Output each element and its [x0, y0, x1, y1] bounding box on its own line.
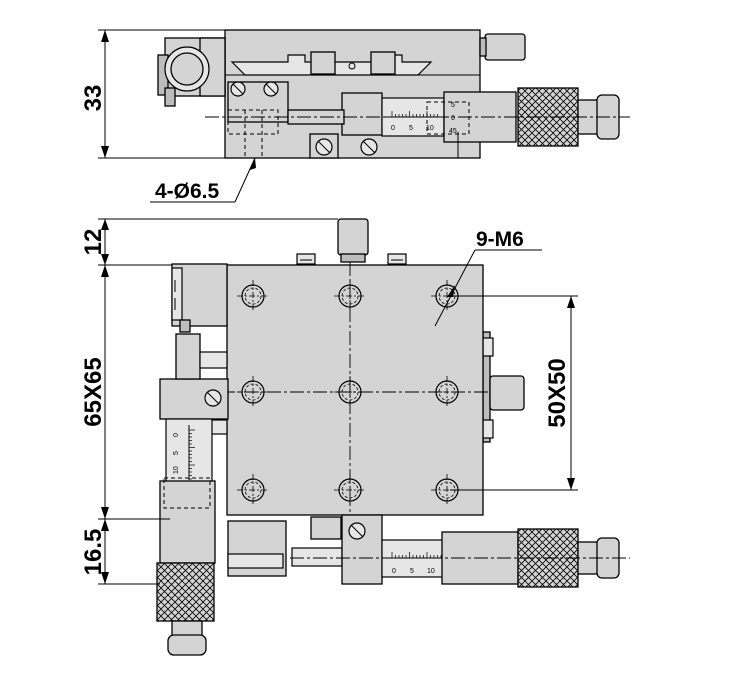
top-lock-knob — [337, 218, 369, 256]
leader-mount-holes: 4-Ø6.5 — [150, 157, 256, 203]
scale-label-10: 10 — [426, 125, 434, 132]
stage-plate — [226, 264, 484, 516]
micrometer-bracket-side — [341, 92, 383, 136]
bottom-scale-label-5: 5 — [410, 568, 414, 575]
bottom-scale-label-0: 0 — [392, 568, 396, 575]
dim-50x50: 50X50 — [450, 295, 578, 491]
side-view: 0 5 10 5 0 45 — [157, 29, 630, 159]
dim-65x65: 65X65 — [80, 265, 170, 520]
thimble-label-5: 5 — [451, 102, 455, 109]
left-ratchet-cap — [167, 634, 207, 656]
bottom-scale-label-10: 10 — [427, 568, 435, 575]
dim-50x50-label: 50X50 — [544, 358, 571, 427]
left-micrometer-thimble — [159, 480, 216, 564]
dim-33: 33 — [80, 29, 225, 159]
left-knurled-knob — [156, 562, 215, 622]
dim-12-label: 12 — [80, 229, 107, 256]
left-scale-ticks — [189, 429, 195, 480]
bottom-scale-ticks — [391, 552, 442, 558]
left-scale-label-10: 10 — [173, 466, 180, 474]
dim-33-label: 33 — [80, 85, 107, 112]
leader-thread-holes: 9-M6 — [434, 228, 542, 327]
thimble-label-45: 45 — [449, 128, 457, 135]
scale-label-5: 5 — [409, 125, 413, 132]
label-4-holes: 4-Ø6.5 — [155, 180, 220, 203]
right-lock-knob — [489, 375, 525, 411]
thimble-label-0: 0 — [451, 115, 455, 122]
dim-65x65-label: 65X65 — [80, 357, 107, 426]
label-9-m6: 9-M6 — [476, 228, 524, 251]
top-view: 0 5 10 0 5 10 — [156, 218, 630, 656]
side-lock-knob — [484, 33, 526, 61]
dim-16-5: 16.5 — [80, 519, 160, 585]
left-scale-label-0: 0 — [173, 433, 180, 437]
left-scale-label-5: 5 — [173, 451, 180, 455]
dim-16-5-label: 16.5 — [80, 529, 107, 576]
dim-12: 12 — [80, 218, 338, 266]
scale-label-0: 0 — [391, 125, 395, 132]
